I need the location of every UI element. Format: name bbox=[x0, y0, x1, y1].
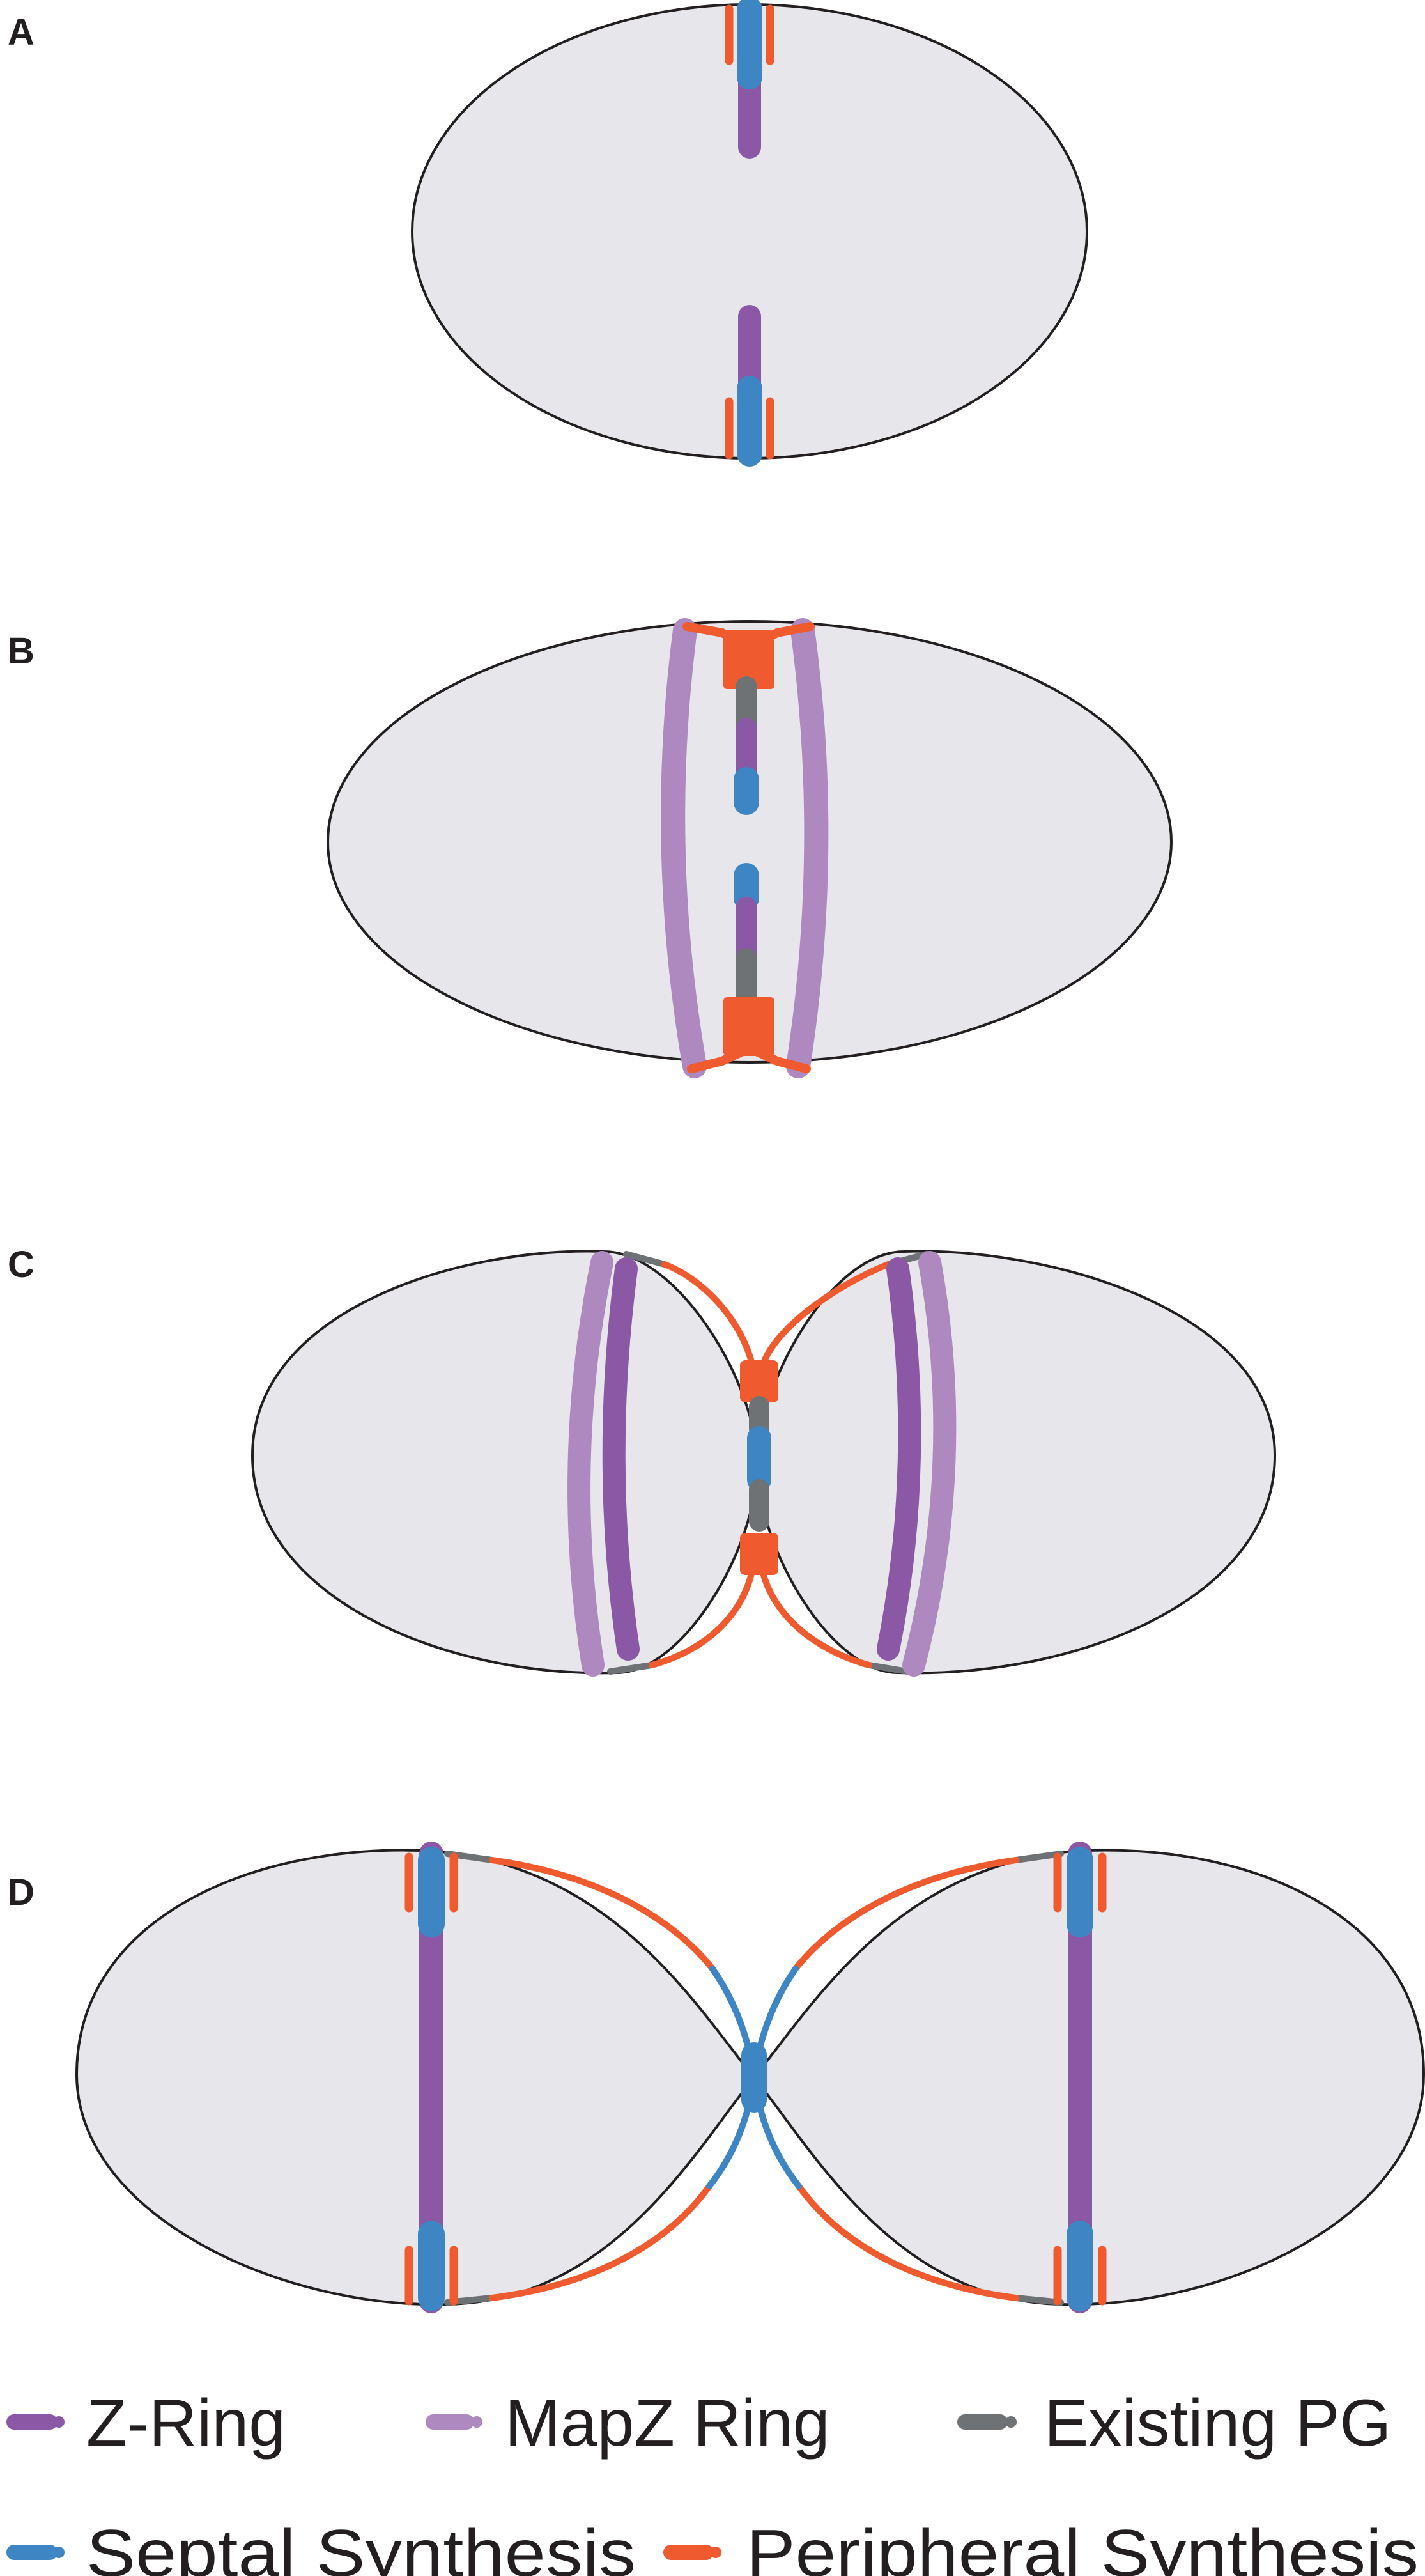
legend-label-septal-synthesis: Septal Synthesis bbox=[86, 2517, 636, 2576]
panel-c: C bbox=[8, 1244, 1277, 1677]
mapz-ring-swatch-dot bbox=[471, 2416, 482, 2428]
existing-pg-segment bbox=[607, 1662, 655, 1675]
mapz-ring bbox=[567, 1251, 613, 1677]
panel-label-d: D bbox=[8, 1872, 35, 1913]
peripheral-synthesis-swatch-dot bbox=[710, 2547, 721, 2558]
peripheral-synthesis-band bbox=[757, 1261, 891, 1377]
cell-outline bbox=[755, 1250, 1277, 1675]
existing-pg-segment bbox=[1013, 1851, 1064, 1863]
legend-label-peripheral-synthesis: Peripheral Synthesis bbox=[746, 2517, 1419, 2576]
z-ring bbox=[602, 1257, 640, 1661]
cell-outline bbox=[327, 620, 1173, 1064]
peripheral-synthesis-band bbox=[792, 1857, 1019, 1972]
mapz-ring bbox=[661, 618, 707, 1078]
legend: Z-Ring MapZ Ring Existing PG Septal Synt… bbox=[6, 2386, 1419, 2576]
z-ring-swatch-dot bbox=[53, 2416, 65, 2428]
peripheral-synthesis-band bbox=[489, 1857, 716, 1972]
peripheral-synthesis-band bbox=[757, 1556, 872, 1668]
legend-item-peripheral-synthesis: Peripheral Synthesis bbox=[663, 2517, 1419, 2576]
peripheral-synthesis-block bbox=[740, 1533, 778, 1575]
mapz-ring bbox=[786, 618, 829, 1078]
cell-outline bbox=[75, 1849, 756, 2306]
legend-item-mapz-ring: MapZ Ring bbox=[426, 2386, 830, 2460]
legend-item-septal-synthesis: Septal Synthesis bbox=[6, 2517, 636, 2576]
peripheral-synthesis-band bbox=[489, 2183, 712, 2301]
legend-item-z-ring: Z-Ring bbox=[6, 2386, 286, 2460]
panel-a: A bbox=[8, 0, 1088, 467]
panel-label-b: B bbox=[8, 630, 35, 672]
existing-pg-swatch-dot bbox=[1005, 2416, 1017, 2428]
peripheral-synthesis-block bbox=[723, 630, 774, 689]
legend-label-z-ring: Z-Ring bbox=[86, 2386, 286, 2460]
legend-item-existing-pg: Existing PG bbox=[957, 2386, 1391, 2460]
peripheral-synthesis-band bbox=[796, 2183, 1019, 2301]
panel-b: B bbox=[8, 618, 1173, 1078]
panel-d: D bbox=[8, 1842, 1425, 2313]
cell-outline bbox=[250, 1250, 759, 1675]
existing-pg-segment bbox=[1013, 2295, 1064, 2306]
legend-label-mapz-ring: MapZ Ring bbox=[505, 2386, 830, 2460]
existing-pg-segment bbox=[866, 1662, 911, 1675]
peripheral-synthesis-band bbox=[649, 1556, 757, 1668]
peripheral-synthesis-block bbox=[740, 1360, 778, 1402]
legend-label-existing-pg: Existing PG bbox=[1044, 2386, 1391, 2460]
septal-synthesis-swatch-dot bbox=[53, 2547, 65, 2558]
peripheral-synthesis-band bbox=[661, 1261, 757, 1377]
mapz-ring bbox=[902, 1251, 957, 1677]
peripheral-synthesis-block bbox=[723, 997, 774, 1056]
panel-label-a: A bbox=[8, 12, 35, 53]
z-ring bbox=[877, 1257, 921, 1661]
existing-pg-segment bbox=[623, 1251, 668, 1268]
panel-label-c: C bbox=[8, 1244, 35, 1285]
